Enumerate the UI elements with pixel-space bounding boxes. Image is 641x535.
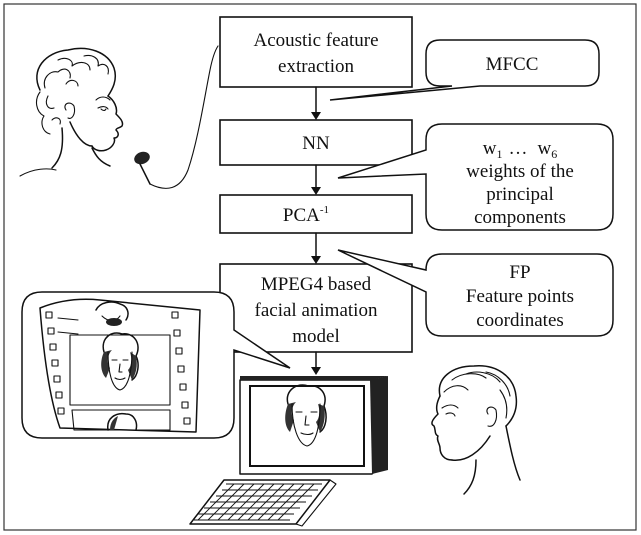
mpeg4-model-box: MPEG4 based facial animation model (219, 263, 413, 353)
outer-frame (3, 3, 637, 531)
w-ellipsis: … (509, 138, 528, 159)
mfcc-callout: MFCC (329, 39, 600, 101)
computer-illustration (189, 376, 388, 527)
nn-box: NN (219, 119, 413, 166)
pca-box: PCA-1 (219, 194, 413, 234)
pca-label-superscript: -1 (320, 204, 329, 216)
mpeg-label-line2: facial animation (255, 300, 378, 321)
fp-callout: FP Feature points coordinates (337, 249, 614, 337)
fp-label: FP (509, 262, 530, 283)
pipeline-arrows (311, 86, 321, 375)
screen-face (285, 384, 327, 447)
film-face-bottom (107, 412, 138, 431)
film-face-middle (101, 332, 139, 391)
keyboard-keys (194, 483, 322, 521)
mpeg-label-line1: MPEG4 based (261, 274, 372, 295)
pca-label-text: PCA (283, 205, 320, 226)
film-strip-callout (21, 291, 291, 439)
weights-callout: w1…w6 weights of the principal component… (337, 123, 614, 231)
weights-line1: weights of the (466, 161, 574, 182)
nn-label: NN (302, 133, 330, 154)
film-face-top (95, 301, 129, 326)
speaker-illustration (19, 45, 219, 189)
fp-line2: coordinates (476, 310, 564, 331)
acoustic-label-line2: extraction (278, 56, 354, 77)
listener-illustration (431, 365, 521, 495)
weights-line3: components (474, 207, 566, 228)
weights-symbol-row: w1…w6 (483, 138, 557, 161)
fp-line1: Feature points (466, 286, 574, 307)
mpeg-label-line3: model (292, 326, 340, 347)
w-first: w (483, 138, 497, 159)
w-last-subscript: 6 (551, 147, 557, 161)
acoustic-label-line1: Acoustic feature (253, 30, 378, 51)
film-frame-middle (69, 334, 171, 406)
weights-line2: principal (486, 184, 554, 205)
acoustic-feature-box: Acoustic feature extraction (219, 16, 413, 88)
w-first-subscript: 1 (497, 147, 503, 161)
mfcc-label: MFCC (486, 54, 539, 75)
film-sprocket-holes-left (45, 311, 65, 415)
film-sprocket-holes-right (171, 311, 191, 425)
w-last: w (538, 138, 552, 159)
pca-label: PCA-1 (283, 204, 329, 226)
